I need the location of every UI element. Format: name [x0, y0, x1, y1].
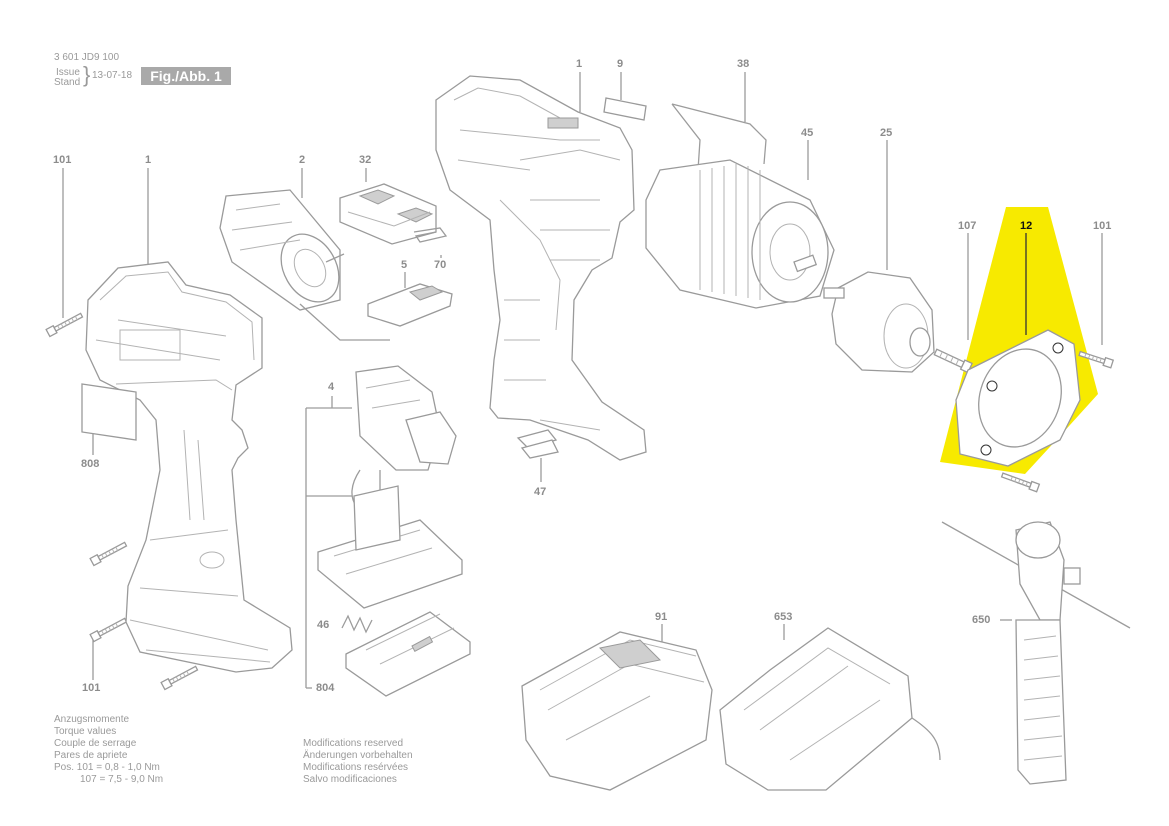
- mods-line-3: Modifications resérvées: [303, 762, 409, 773]
- callout-5: 5: [401, 259, 408, 271]
- callout-25: 25: [880, 127, 893, 139]
- charger: [719, 627, 941, 791]
- callout-70: 70: [434, 259, 447, 271]
- battery-pack: [521, 631, 713, 791]
- callout-4: 4: [328, 381, 335, 393]
- issue-date: 13-07-18: [92, 70, 133, 81]
- callout-107: 107: [958, 220, 977, 232]
- torque-line-5: Pos. 101 = 0,8 - 1,0 Nm: [54, 762, 160, 773]
- callout-46: 46: [317, 619, 330, 631]
- issue-label: Issue: [56, 67, 80, 78]
- motor: [219, 189, 390, 341]
- callout-808: 808: [81, 458, 100, 470]
- torque-line-2: Torque values: [54, 726, 117, 737]
- cover-47: [516, 429, 559, 459]
- board-804: [345, 611, 471, 697]
- figure-label: Fig./Abb. 1: [141, 67, 231, 85]
- gearbox: [645, 159, 835, 309]
- callout-2: 2: [299, 154, 306, 166]
- spring-46: [341, 614, 373, 634]
- housing-center: [435, 75, 647, 461]
- brace: }: [83, 62, 91, 87]
- callout-9: 9: [617, 58, 624, 70]
- drawing-number: 3 601 JD9 100: [54, 52, 120, 63]
- label-808: [81, 383, 137, 441]
- chuck: [823, 271, 935, 373]
- callout-653: 653: [774, 611, 793, 623]
- leader-lines: [62, 72, 1103, 689]
- torque-line-1: Anzugsmomente: [54, 714, 130, 725]
- callout-12: 12: [1020, 220, 1033, 232]
- callout-38: 38: [737, 58, 750, 70]
- clip-70: [413, 227, 448, 243]
- mods-line-2: Änderungen vorbehalten: [303, 750, 413, 761]
- aux-handle: [941, 521, 1131, 785]
- torque-line-3: Couple de serrage: [54, 738, 137, 749]
- switch-electronics: [317, 365, 463, 609]
- callout-650: 650: [972, 614, 991, 626]
- callout-101-bottom: 101: [82, 682, 101, 694]
- torque-line-6: 107 = 7,5 - 9,0 Nm: [80, 774, 164, 785]
- screws: [45, 312, 1115, 691]
- housing-left: [85, 261, 293, 673]
- callout-91: 91: [655, 611, 668, 623]
- mods-line-4: Salvo modificaciones: [303, 774, 397, 785]
- label-9: [603, 97, 647, 121]
- stand-label: Stand: [54, 77, 81, 88]
- callout-1-left: 1: [145, 154, 152, 166]
- callout-47: 47: [534, 486, 547, 498]
- callout-45: 45: [801, 127, 814, 139]
- part-12-ring: [955, 329, 1081, 467]
- callout-1-top: 1: [576, 58, 583, 70]
- callout-101-right: 101: [1093, 220, 1112, 232]
- callout-32: 32: [359, 154, 372, 166]
- switch-cover: [367, 283, 453, 327]
- callout-101-left: 101: [53, 154, 72, 166]
- torque-line-4: Pares de apriete: [54, 750, 128, 761]
- callout-804: 804: [316, 682, 335, 694]
- mods-line-1: Modifications reserved: [303, 738, 404, 749]
